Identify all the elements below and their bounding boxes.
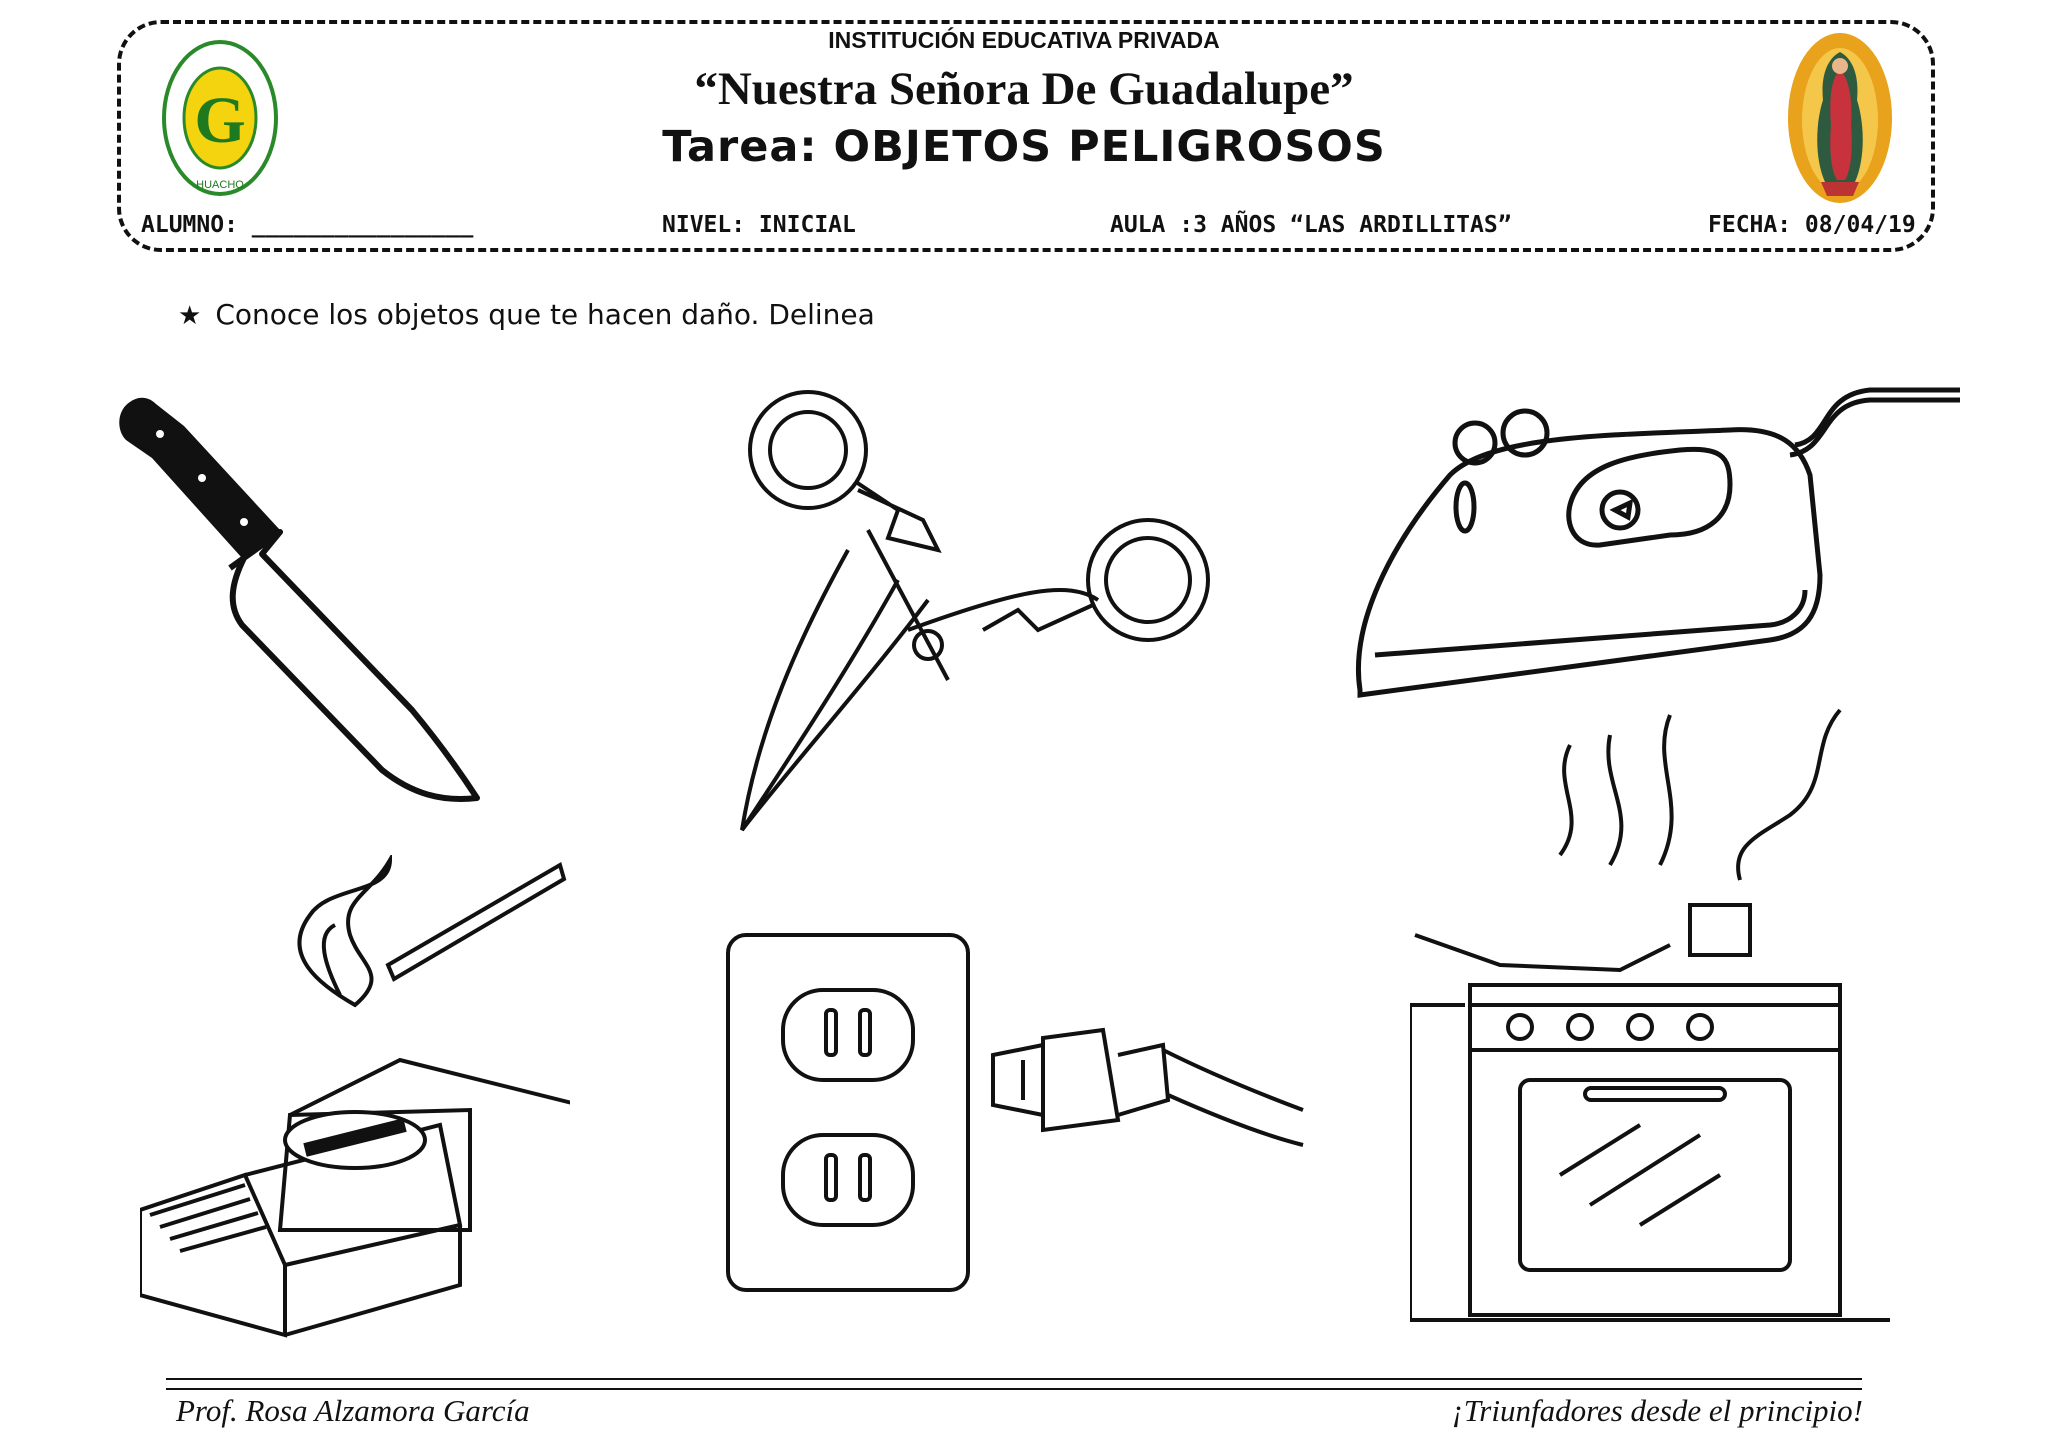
footer-rule xyxy=(166,1378,1862,1380)
header-box xyxy=(117,20,1935,252)
stove-icon xyxy=(1410,708,1890,1322)
iron-icon xyxy=(1356,387,1960,698)
match-icon xyxy=(140,855,570,1338)
school-logo: G HUACHO xyxy=(162,40,278,196)
classroom-field: AULA :3 AÑOS “LAS ARDILLITAS” xyxy=(1110,212,1512,238)
teacher-name: Prof. Rosa Alzamora García xyxy=(176,1393,530,1428)
level-field: NIVEL: INICIAL xyxy=(662,212,856,238)
task-title: Tarea: OBJETOS PELIGROSOS xyxy=(662,122,1386,172)
school-name: “Nuestra Señora De Guadalupe” xyxy=(694,63,1354,115)
school-motto: ¡Triunfadores desde el principio! xyxy=(1451,1393,1863,1428)
star-icon: ★ xyxy=(178,301,202,331)
student-field: ALUMNO: ________________ xyxy=(141,212,474,238)
footer-rule-inner xyxy=(166,1388,1862,1390)
virgin-guadalupe-image xyxy=(1788,33,1892,203)
instruction: ★ Conoce los objetos que te hacen daño. D… xyxy=(178,298,875,331)
outlet-plug-icon xyxy=(726,933,1304,1292)
svg-text:HUACHO: HUACHO xyxy=(196,179,244,191)
svg-text:G: G xyxy=(194,84,245,157)
date-field: FECHA: 08/04/19 xyxy=(1708,212,1916,238)
institution-label: INSTITUCIÓN EDUCATIVA PRIVADA xyxy=(828,27,1220,53)
instruction-text: Conoce los objetos que te hacen daño. De… xyxy=(215,298,875,331)
knife-icon xyxy=(119,397,480,802)
scissors-icon xyxy=(740,390,1210,832)
